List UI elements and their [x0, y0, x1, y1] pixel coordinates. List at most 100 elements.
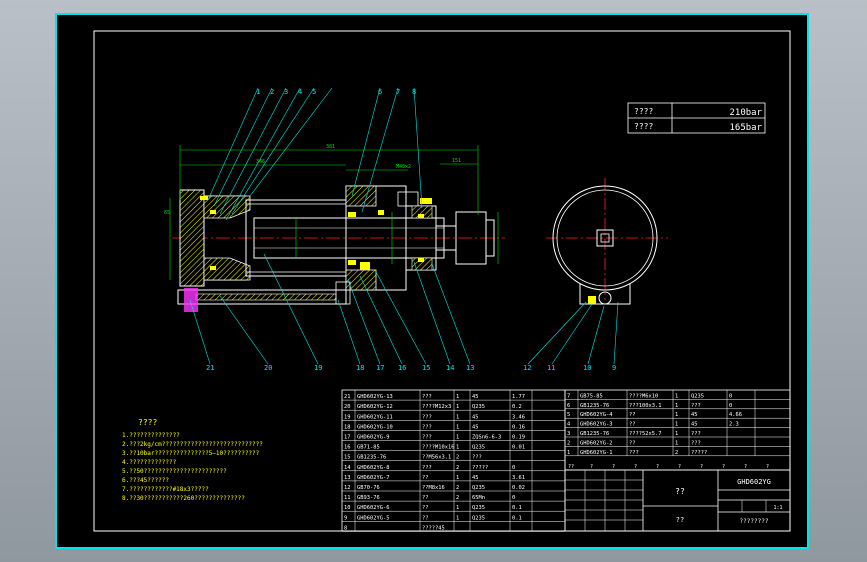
bom-right-cell: ????? [691, 450, 707, 456]
dim-text-346: 346 [256, 159, 265, 165]
callout-top-7: 7 [396, 88, 400, 96]
bom-right-cell: ??? [691, 440, 701, 446]
bom-left-cell: 0.1 [512, 515, 522, 521]
bom-left-cell: 0.16 [512, 424, 525, 430]
bom-left-cell: ??? [422, 424, 432, 430]
bom-header-cell: ? [612, 464, 615, 470]
bom-right-cell: 45 [691, 412, 698, 418]
bom-right-cell: ????M6x10 [629, 393, 658, 399]
bom-right-cell: 3 [567, 431, 570, 437]
bom-right-cell: 4 [567, 422, 570, 428]
bom-left-cell: 19 [344, 414, 351, 420]
bom-left-cell: ??? [422, 414, 432, 420]
bom-left-cell: 17 [344, 435, 351, 441]
bom-left-cell: GHD602YG-9 [357, 435, 389, 441]
bom-right-cell: ???100x3.1 [629, 403, 661, 409]
bom-left-cell: ??? [472, 455, 482, 461]
callout-top-5: 5 [312, 88, 316, 96]
bom-left-cell: 9 [344, 515, 347, 521]
bom-left-cell: 1 [456, 424, 459, 430]
bom-left-cell: 10 [344, 505, 351, 511]
bom-left-cell: 1 [456, 414, 459, 420]
pressure-value-2: 165bar [729, 123, 762, 133]
bom-left-cell: 0.2 [512, 404, 522, 410]
bom-left-cell: ??? [422, 394, 432, 400]
bom-left-cell: GB71-85 [357, 445, 380, 451]
bom-left-cell: ?????45 [422, 525, 445, 531]
bom-right-cell: 45 [691, 422, 698, 428]
bom-right-cell: 5 [567, 412, 570, 418]
callout-bottom-17: 17 [376, 364, 384, 372]
bom-right-cell: 1 [675, 403, 678, 409]
callout-side-11: 11 [547, 364, 555, 372]
bom-left-cell: ?? [422, 505, 429, 511]
bom-right-cell: GHD602YG-2 [580, 440, 612, 446]
tech-req-line-4: 4.????????????? [122, 459, 177, 466]
bom-left-cell: 2 [456, 495, 459, 501]
bom-left-cell: 45 [472, 414, 479, 420]
tech-req-title: ???? [138, 418, 157, 427]
bom-right-cell: GB1235-76 [580, 431, 609, 437]
bom-left-cell: 11 [344, 495, 351, 501]
bom-left-cell: 1 [456, 404, 459, 410]
bom-right-cell: 2.3 [729, 422, 739, 428]
bom-left-cell: ??? [422, 465, 432, 471]
dim-text-65: 65 [164, 210, 170, 216]
bom-header-cell: ? [722, 464, 725, 470]
bom-left-cell: ?? [422, 475, 429, 481]
tech-req-line-2: 2.???2kg/cm???????????????????????????? [122, 441, 263, 448]
bom-left-cell: 3.61 [512, 475, 525, 481]
main-view-callouts: 1 2 3 4 5 6 7 8 21 20 19 18 17 16 15 14 … [206, 88, 474, 372]
bom-left-cell: 1 [456, 515, 459, 521]
callout-bottom-19: 19 [314, 364, 322, 372]
bom-left-cell: GHD602YG-7 [357, 475, 389, 481]
callout-bottom-14: 14 [446, 364, 454, 372]
callout-side-12: 12 [523, 364, 531, 372]
bom-header-cell: ? [700, 464, 703, 470]
bom-right-cell: GB75-85 [580, 393, 603, 399]
bom-right-cell: 1 [675, 393, 678, 399]
bom-left-cell: 13 [344, 475, 351, 481]
bom-right-cell: 7 [567, 393, 570, 399]
bom-header-cell: ? [634, 464, 637, 470]
bom-right-cell: 6 [567, 403, 570, 409]
bom-left-cell: ?? [422, 515, 429, 521]
bom-left-cell: 14 [344, 465, 351, 471]
bom-right-cell: 1 [675, 422, 678, 428]
bom-left-cell: Q235 [472, 485, 485, 491]
callout-side-10: 10 [583, 364, 591, 372]
bom-left-cell: 1 [456, 445, 459, 451]
pressure-label-2: ???? [634, 122, 653, 131]
title-block-ratio: 1:1 [773, 505, 782, 511]
bom-left-cell: ????? [472, 465, 488, 471]
bom-left-cell: 21 [344, 394, 351, 400]
bom-right-cell: ????52x5.7 [629, 431, 661, 437]
tech-req-line-5: 5.??50??????????????????????? [122, 468, 227, 475]
bom-right-cell: 2 [675, 450, 678, 456]
bom-header-cell: ? [590, 464, 593, 470]
bom-right-cell: GHD602YG-1 [580, 450, 612, 456]
bom-right-cell: GB1235-76 [580, 403, 609, 409]
technical-requirements: ???? 1.?????????????? 2.???2kg/cm???????… [122, 418, 263, 502]
bom-left-cell: GHD602YG-5 [357, 515, 389, 521]
bom-left-cell: Q235 [472, 445, 485, 451]
bom-left-cell: 0.02 [512, 485, 525, 491]
bom-right-cell: ??? [691, 403, 701, 409]
bom-left-cell: ??M56x3.1 [422, 455, 451, 461]
bom-left-cell: GB1235-76 [357, 455, 386, 461]
bom-left-cell: GHD602YG-10 [357, 424, 393, 430]
bom-left-cell: ?? [422, 495, 429, 501]
tech-req-line-6: 6.???45?????? [122, 477, 169, 484]
callout-top-8: 8 [412, 88, 416, 96]
pressure-table: ???? 210bar ???? 165bar [627, 102, 766, 134]
bom-left-cell: GHD602YG-11 [357, 414, 393, 420]
bom-right-cell: ?? [629, 412, 636, 418]
callout-bottom-13: 13 [466, 364, 474, 372]
callout-top-1: 1 [256, 88, 260, 96]
bom-left-cell: 8 [344, 525, 347, 531]
bom-left-cell: ????M10x16 [422, 445, 454, 451]
bom-left-cell: 65Mn [472, 495, 485, 501]
